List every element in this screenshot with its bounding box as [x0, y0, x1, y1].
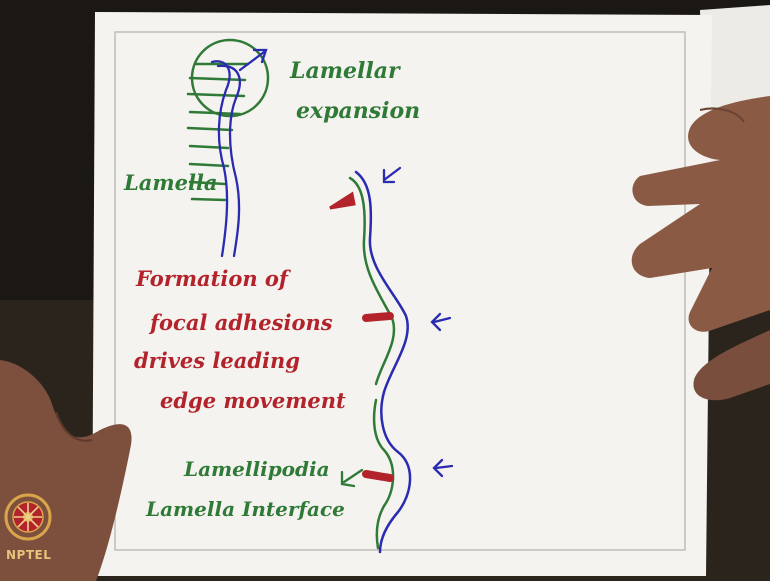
formation-line-2: focal adhesions: [148, 310, 333, 335]
formation-line-1: Formation of: [135, 266, 292, 291]
formation-line-4: edge movement: [160, 388, 346, 413]
formation-line-3: drives leading: [134, 348, 300, 373]
interface-label: Lamella Interface: [145, 497, 345, 521]
paper-sheet: [92, 12, 712, 576]
lamellar-label: Lamellar: [289, 58, 401, 84]
lamellipodia-label: Lamellipodia: [183, 457, 330, 481]
nptel-logo-text: NPTEL: [6, 548, 50, 562]
lamella-label: Lamella: [123, 170, 218, 195]
nptel-logo-icon: [6, 495, 50, 539]
expansion-label: expansion: [296, 98, 420, 124]
